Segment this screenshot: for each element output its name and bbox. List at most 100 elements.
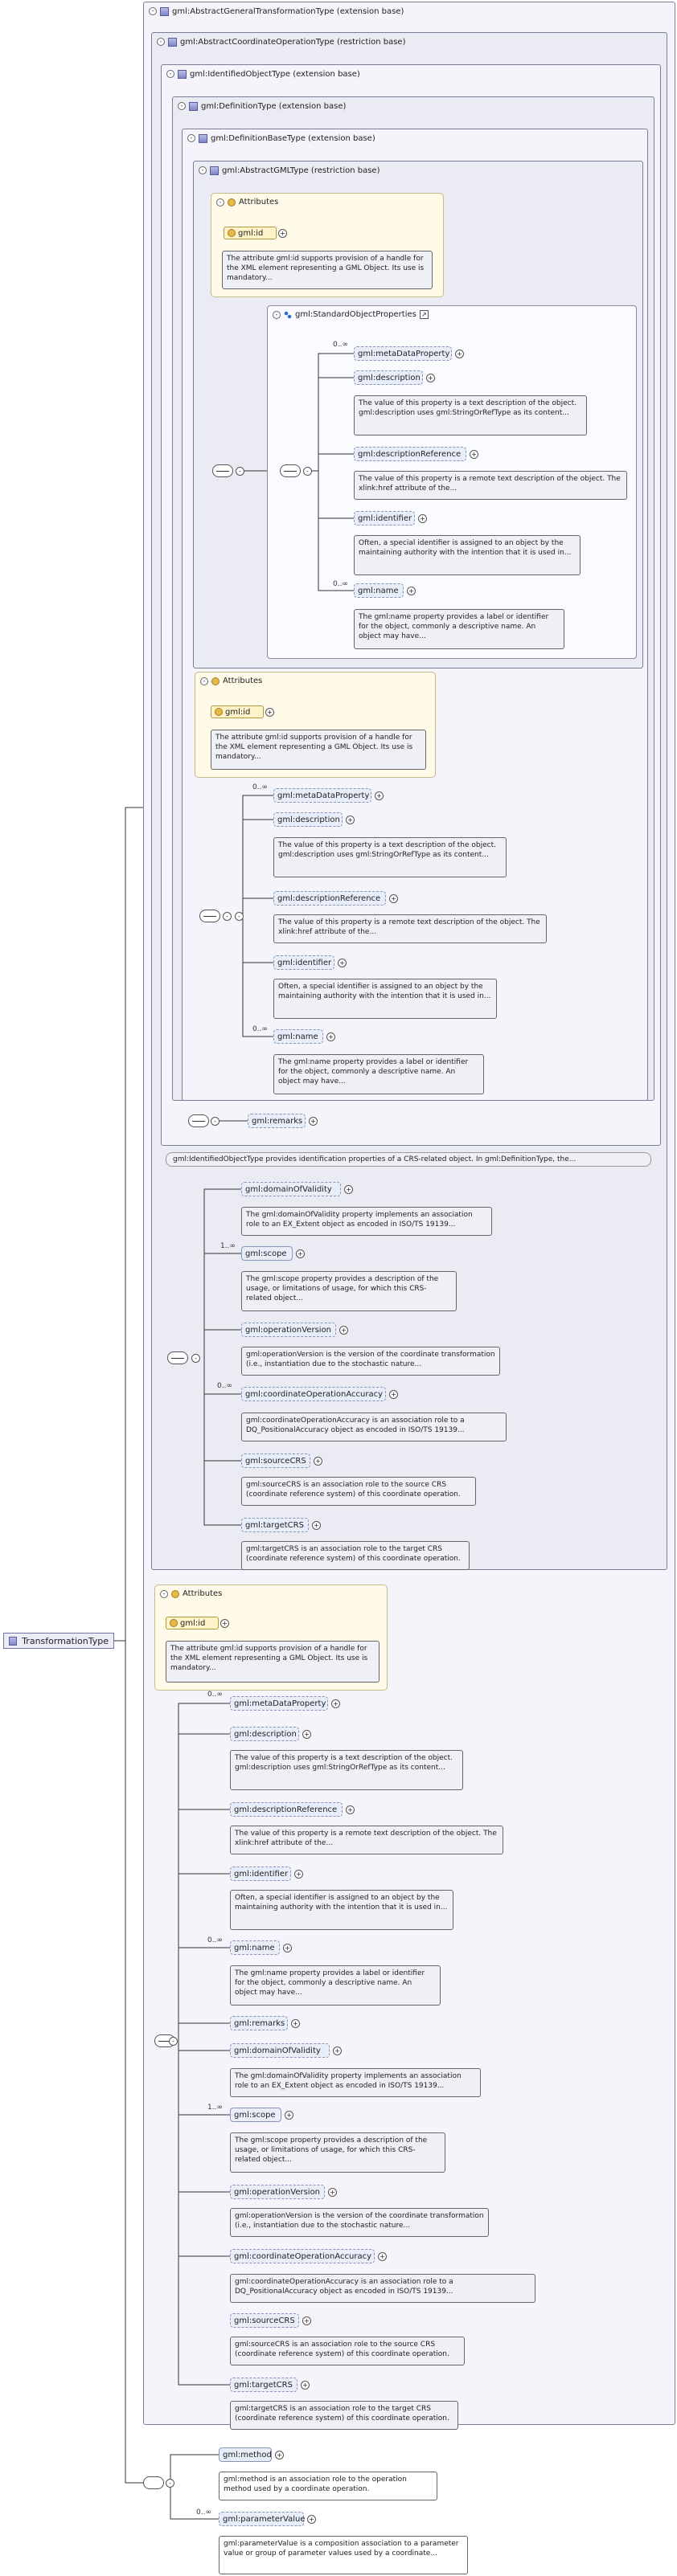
element-operationversion[interactable]: gml:operationVersion (230, 2185, 325, 2199)
expand-icon[interactable]: + (220, 1619, 229, 1628)
element-name[interactable]: gml:name (354, 583, 404, 598)
expand-icon[interactable]: + (326, 1032, 335, 1041)
expand-icon[interactable]: + (314, 1457, 322, 1466)
expand-icon[interactable]: + (285, 2111, 293, 2120)
expand-icon[interactable]: + (291, 2019, 300, 2028)
element-description[interactable]: gml:description (354, 370, 423, 385)
documentation-operationversion: gml:operationVersion is the version of t… (241, 1347, 500, 1376)
collapse-toggle-icon[interactable]: - (178, 102, 186, 110)
element-identifier[interactable]: gml:identifier (273, 955, 334, 970)
element-description[interactable]: gml:description (273, 812, 343, 827)
expand-icon[interactable]: + (338, 959, 347, 967)
collapse-icon[interactable]: - (223, 912, 232, 921)
expand-icon[interactable]: + (346, 816, 355, 824)
expand-icon[interactable]: + (312, 1521, 321, 1530)
complex-type-icon (168, 37, 177, 47)
expand-icon[interactable]: + (331, 1699, 340, 1708)
documentation-coordinateoperationaccuracy: gml:coordinateOperationAccuracy is an as… (230, 2274, 535, 2303)
expand-icon[interactable]: + (275, 2451, 284, 2459)
expand-icon[interactable]: + (470, 450, 478, 459)
expand-icon[interactable]: + (302, 1730, 311, 1739)
documentation-scope: The gml:scope property provides a descri… (241, 1271, 457, 1311)
collapse-toggle-icon[interactable]: - (200, 677, 208, 685)
element-metadataproperty[interactable]: gml:metaDataProperty (273, 788, 371, 803)
collapse-toggle-icon[interactable]: - (216, 198, 224, 206)
expand-icon[interactable]: + (278, 229, 287, 238)
expand-icon[interactable]: + (339, 1326, 348, 1335)
element-coordinateoperationaccuracy[interactable]: gml:coordinateOperationAccuracy (241, 1387, 386, 1401)
attribute-gml-id[interactable]: gml:id (224, 227, 277, 239)
collapse-icon[interactable]: - (303, 467, 312, 476)
collapse-icon[interactable]: - (169, 2037, 178, 2046)
element-descriptionreference[interactable]: gml:descriptionReference (230, 1802, 343, 1817)
sequence-icon (188, 1114, 209, 1127)
expand-icon[interactable]: + (294, 1870, 303, 1879)
attribute-gml-id[interactable]: gml:id (211, 705, 264, 718)
collapse-icon[interactable]: - (166, 2479, 174, 2488)
group-label: gml:StandardObjectProperties (295, 310, 416, 319)
cardinality-label: 0..∞ (252, 783, 268, 791)
expand-icon[interactable]: + (283, 1944, 292, 1952)
collapse-toggle-icon[interactable]: - (157, 38, 165, 46)
element-domainofvalidity[interactable]: gml:domainOfValidity (230, 2043, 330, 2058)
expand-icon[interactable]: + (378, 2252, 387, 2261)
element-coordinateoperationaccuracy[interactable]: gml:coordinateOperationAccuracy (230, 2249, 375, 2263)
element-descriptionreference[interactable]: gml:descriptionReference (354, 447, 466, 461)
element-name[interactable]: gml:name (273, 1029, 323, 1044)
element-sourcecrs[interactable]: gml:sourceCRS (230, 2313, 299, 2328)
collapse-toggle-icon[interactable]: - (187, 134, 195, 142)
element-remarks[interactable]: gml:remarks (230, 2016, 288, 2030)
element-identifier[interactable]: gml:identifier (230, 1867, 291, 1881)
element-scope[interactable]: gml:scope (230, 2108, 281, 2122)
expand-icon[interactable]: + (309, 1117, 318, 1126)
element-method[interactable]: gml:method (219, 2447, 272, 2462)
expand-icon[interactable]: + (344, 1185, 353, 1194)
collapse-toggle-icon[interactable]: - (149, 7, 157, 15)
collapse-icon[interactable]: - (191, 1354, 200, 1363)
collapse-toggle-icon[interactable]: - (166, 70, 174, 78)
group-icon (284, 310, 292, 319)
expand-icon[interactable]: + (346, 1805, 355, 1814)
element-identifier[interactable]: gml:identifier (354, 511, 415, 525)
element-parametervalue[interactable]: gml:parameterValue (219, 2512, 306, 2526)
element-name[interactable]: gml:name (230, 1940, 280, 1955)
element-description[interactable]: gml:description (230, 1727, 299, 1741)
sequence-icon (212, 464, 233, 477)
documentation-description: The value of this property is a text des… (273, 837, 507, 877)
expand-icon[interactable]: + (333, 2046, 342, 2055)
expand-icon[interactable]: + (328, 2188, 337, 2197)
element-metadataproperty[interactable]: gml:metaDataProperty (354, 346, 452, 361)
element-metadataproperty[interactable]: gml:metaDataProperty (230, 1696, 328, 1711)
collapse-toggle-icon[interactable]: - (160, 1589, 168, 1598)
expand-icon[interactable]: + (407, 587, 416, 595)
expand-icon[interactable]: + (426, 374, 435, 382)
expand-icon[interactable]: + (455, 350, 464, 358)
element-operationversion[interactable]: gml:operationVersion (241, 1323, 336, 1337)
element-scope[interactable]: gml:scope (241, 1246, 293, 1261)
element-descriptionreference[interactable]: gml:descriptionReference (273, 891, 386, 906)
element-targetcrs[interactable]: gml:targetCRS (241, 1518, 309, 1532)
root-type-transformationtype[interactable]: TransformationType (3, 1633, 114, 1649)
expand-icon[interactable]: + (389, 1390, 398, 1399)
attribute-gml-id[interactable]: gml:id (166, 1617, 219, 1629)
expand-icon[interactable]: + (265, 708, 274, 717)
expand-icon[interactable]: + (302, 2316, 311, 2325)
expand-icon[interactable]: + (389, 894, 398, 903)
element-targetcrs[interactable]: gml:targetCRS (230, 2378, 297, 2392)
expand-icon[interactable]: + (418, 514, 427, 523)
expand-icon[interactable]: + (307, 2515, 316, 2524)
external-link-icon[interactable]: ↗ (419, 310, 429, 319)
element-remarks[interactable]: gml:remarks (248, 1114, 306, 1128)
collapse-toggle-icon[interactable]: - (199, 166, 207, 174)
element-sourcecrs[interactable]: gml:sourceCRS (241, 1454, 310, 1468)
collapse-icon[interactable]: - (211, 1117, 220, 1126)
collapse-toggle-icon[interactable]: - (273, 310, 281, 319)
collapse-icon[interactable]: - (235, 912, 244, 921)
expand-icon[interactable]: + (296, 1249, 305, 1258)
element-domainofvalidity[interactable]: gml:domainOfValidity (241, 1182, 341, 1196)
collapse-icon[interactable]: - (236, 467, 244, 476)
complex-type-icon (9, 1636, 18, 1646)
expand-icon[interactable]: + (375, 791, 384, 800)
expand-icon[interactable]: + (301, 2381, 310, 2390)
documentation-coordinateoperationaccuracy: gml:coordinateOperationAccuracy is an as… (241, 1413, 507, 1441)
